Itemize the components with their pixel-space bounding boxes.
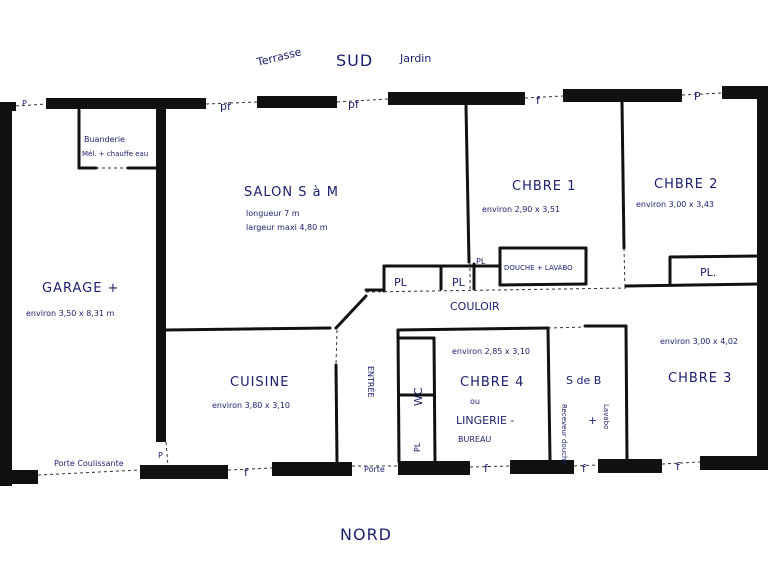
sdb-item1: Receveur douche bbox=[560, 404, 568, 465]
chambre4-line1: ou bbox=[470, 397, 480, 406]
wall-garage-salon bbox=[156, 106, 166, 442]
chambre3-dims: environ 3,00 x 4,02 bbox=[660, 337, 738, 346]
garage-name: GARAGE + bbox=[42, 281, 119, 296]
wall-wc-right bbox=[432, 336, 437, 464]
chambre4-dims: environ 2,85 x 3,10 bbox=[452, 347, 530, 356]
douche-name: DOUCHE + LAVABO bbox=[504, 264, 573, 272]
dash-garage-door bbox=[165, 441, 169, 467]
entree-name: ENTRÉE bbox=[366, 366, 377, 398]
wall-top-3 bbox=[257, 96, 337, 108]
wall-top-4 bbox=[388, 92, 525, 105]
closet-pl-3: PL bbox=[476, 257, 486, 266]
marker-f-b3: f bbox=[582, 462, 587, 475]
dash-top-3 bbox=[336, 98, 389, 103]
wall-chambre1-left bbox=[464, 104, 471, 264]
dash-garage-bottom bbox=[37, 469, 141, 476]
wall-bottom-1 bbox=[0, 470, 38, 484]
chambre2-name: CHBRE 2 bbox=[654, 177, 718, 192]
dash-top-2 bbox=[205, 101, 258, 105]
dash-top-5 bbox=[681, 92, 723, 96]
dash-top-1 bbox=[15, 103, 47, 107]
chambre4-name: CHBRE 4 bbox=[460, 375, 524, 390]
inner-walls bbox=[77, 100, 762, 464]
salon-name: SALON S à M bbox=[244, 185, 339, 200]
dash-bottom-4 bbox=[469, 465, 511, 468]
closet-pl-4: PL. bbox=[700, 266, 716, 279]
wall-ch2-pl-top bbox=[668, 254, 762, 259]
salon-width: largeur maxi 4,80 m bbox=[246, 223, 328, 232]
marker-f-1: f bbox=[536, 94, 541, 107]
salon-length: longueur 7 m bbox=[246, 209, 300, 218]
marker-p-top: P bbox=[22, 99, 27, 108]
marker-porte: Porte bbox=[364, 465, 385, 474]
outer-walls bbox=[0, 86, 768, 486]
wall-top-5 bbox=[563, 89, 682, 102]
chambre4-line3: BUREAU bbox=[458, 435, 491, 444]
closet-pl-2: PL bbox=[452, 276, 466, 289]
wall-ch3-top bbox=[624, 282, 762, 288]
closet-pl-1: PL bbox=[394, 276, 408, 289]
marker-p-2: P bbox=[694, 90, 701, 103]
marker-pf-1: pf bbox=[220, 100, 232, 113]
marker-p-garage: P bbox=[158, 451, 163, 460]
wall-wc-entree bbox=[396, 328, 401, 464]
wall-bottom-2 bbox=[140, 465, 228, 479]
wall-right bbox=[757, 95, 768, 470]
wc-name: WC bbox=[412, 387, 425, 406]
dash-couloir-ch4 bbox=[547, 326, 586, 329]
cuisine-dims: environ 3,80 x 3,10 bbox=[212, 401, 290, 410]
chambre1-name: CHBRE 1 bbox=[512, 179, 576, 194]
dash-bottom-6 bbox=[661, 461, 701, 465]
closet-pl-wc: PL bbox=[413, 442, 422, 452]
wall-couloir-bottom-1 bbox=[396, 326, 550, 332]
wall-ch4-sdb bbox=[546, 326, 552, 462]
label-terrasse: Terrasse bbox=[255, 45, 303, 69]
wall-ch1-ch2 bbox=[620, 100, 626, 250]
cuisine-name: CUISINE bbox=[230, 375, 289, 390]
label-nord: NORD bbox=[340, 525, 392, 544]
buanderie-note: Mél. + chauffe eau bbox=[82, 150, 148, 158]
label-sud: SUD bbox=[336, 51, 373, 70]
sdb-name: S de B bbox=[566, 374, 601, 387]
dash-ch2 bbox=[623, 247, 626, 291]
couloir-name: COULOIR bbox=[450, 300, 500, 313]
label-jardin: Jardin bbox=[399, 52, 431, 65]
wall-douche-bottom bbox=[498, 282, 588, 287]
wall-top-6 bbox=[722, 86, 768, 99]
marker-f-b2: f bbox=[484, 462, 489, 475]
wall-bottom-5 bbox=[510, 460, 574, 474]
dash-top-4 bbox=[524, 95, 564, 99]
marker-pf-2: pf bbox=[348, 98, 360, 111]
wall-bottom-3 bbox=[272, 462, 352, 476]
wall-bottom-6 bbox=[598, 459, 662, 473]
marker-f-b4: f bbox=[676, 460, 681, 473]
dash-salon-couloir bbox=[365, 287, 627, 293]
wall-salon-cuisine bbox=[164, 326, 332, 332]
chambre4-line2: LINGERIE - bbox=[456, 414, 514, 427]
marker-f-b1: f bbox=[244, 466, 249, 479]
wall-top-2 bbox=[46, 98, 206, 109]
dashed-openings bbox=[15, 92, 723, 476]
chambre3-name: CHBRE 3 bbox=[668, 371, 732, 386]
dash-entree-door bbox=[335, 329, 338, 366]
dash-bottom-5 bbox=[573, 464, 599, 467]
wall-left bbox=[0, 106, 12, 486]
sdb-plus: + bbox=[588, 414, 597, 427]
chambre2-dims: environ 3,00 x 3,43 bbox=[636, 200, 714, 209]
chambre1-dims: environ 2,90 x 3,51 bbox=[482, 205, 560, 214]
wall-bottom-7 bbox=[700, 456, 768, 470]
marker-porte-coulissante: Porte Coulissante bbox=[54, 459, 124, 468]
dash-bottom-2 bbox=[227, 467, 273, 471]
buanderie-name: Buanderie bbox=[84, 135, 125, 144]
wall-cuisine-entree bbox=[334, 363, 339, 464]
wall-entree-top bbox=[334, 294, 368, 330]
wall-sdb-ch3 bbox=[624, 324, 629, 462]
wall-bottom-4 bbox=[398, 461, 470, 475]
sdb-item2: Lavabo bbox=[602, 404, 610, 429]
garage-dims: environ 3,50 x 8,31 m bbox=[26, 309, 115, 318]
